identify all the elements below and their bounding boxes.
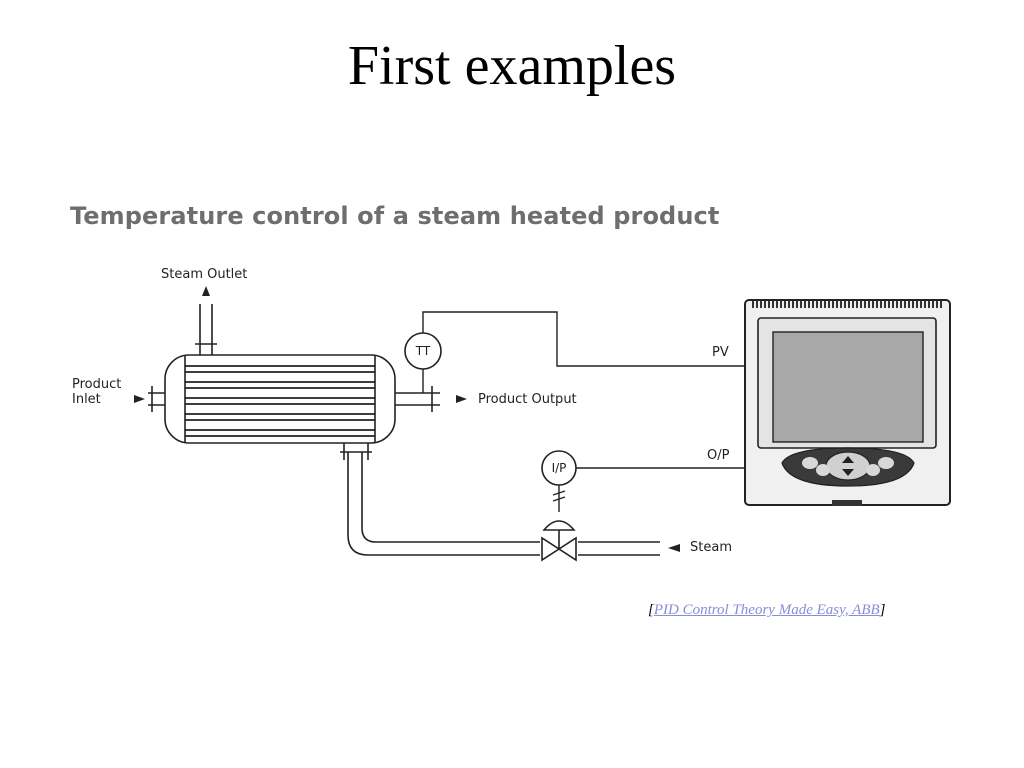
steam-line (347, 452, 660, 556)
tt-label: TT (415, 344, 431, 358)
citation-close-bracket: ] (879, 602, 886, 618)
product-inlet-arrow (134, 395, 145, 403)
citation: [PID Control Theory Made Easy, ABB] (648, 602, 886, 619)
control-valve (541, 520, 577, 562)
pv-label: PV (712, 345, 729, 360)
heat-exchanger (148, 304, 440, 460)
product-inlet-label-line2: Inlet (72, 392, 101, 407)
op-label: O/P (707, 448, 730, 463)
pv-signal-line (422, 311, 745, 367)
controller-device (744, 299, 951, 506)
figure-title: Temperature control of a steam heated pr… (70, 202, 720, 230)
product-output-label: Product Output (478, 392, 577, 407)
citation-link[interactable]: PID Control Theory Made Easy, ABB (653, 602, 880, 618)
steam-outlet-arrow (202, 286, 210, 296)
steam-outlet-label: Steam Outlet (161, 267, 248, 282)
slide-title: First examples (347, 35, 677, 97)
ip-label: I/P (551, 461, 567, 475)
steam-label: Steam (690, 540, 732, 555)
ip-to-valve-signal (552, 485, 566, 512)
tube-bundle (185, 365, 375, 437)
product-inlet-label-line1: Product (72, 377, 122, 392)
steam-arrow (668, 544, 680, 552)
product-output-arrow (456, 395, 467, 403)
citation-open-bracket: [ (648, 602, 654, 618)
